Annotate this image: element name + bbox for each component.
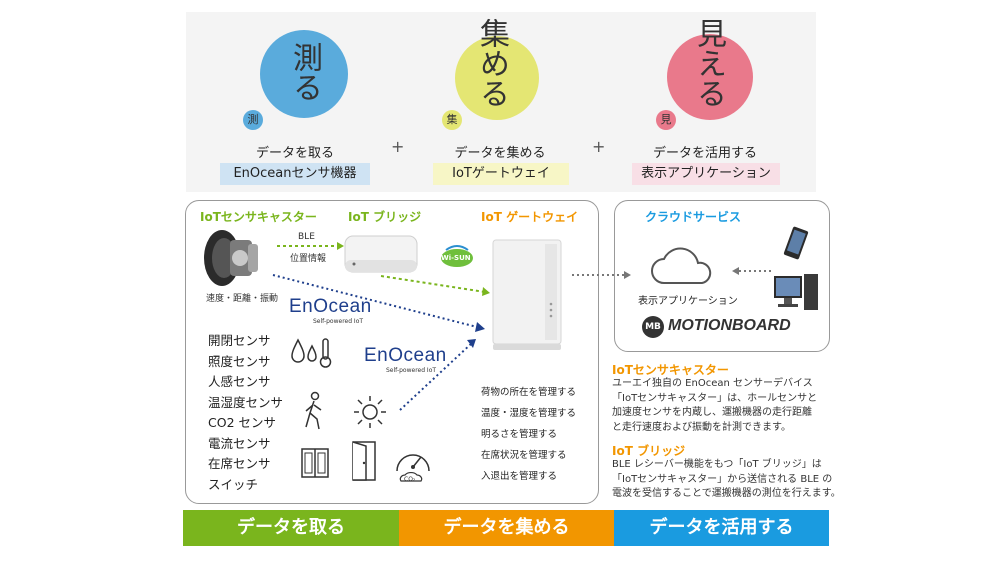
bridge-desc: BLE レシーバー機能をもつ「IoT ブリッジ」は 「IoTセンサキャスター」か… [612, 458, 842, 502]
manage-item: 入退出を管理する [481, 471, 558, 482]
caster-wheel-icon [204, 230, 258, 286]
desc-line: 「IoTセンサキャスター」は、ホールセンサと [612, 392, 818, 404]
smartphone-icon [783, 226, 809, 260]
visualize-heading: 見える [691, 18, 726, 108]
walking-person-icon [305, 391, 322, 430]
measure-caption: データを取る [255, 146, 334, 161]
cloud-app-label: 表示アプリケーション [638, 296, 738, 307]
sensor-item: スイッチ [208, 476, 259, 492]
sensor-item: 照度センサ [208, 353, 271, 369]
sensor-item: 在席センサ [208, 456, 271, 471]
footer-collect-data: データを取る [183, 510, 399, 546]
motionboard-badge: MB [642, 316, 664, 338]
ble-arrow [277, 242, 344, 250]
bridge-device-icon [344, 235, 418, 273]
measure-badge: 測 [243, 110, 263, 130]
desc-line: BLE レシーバー機能をもつ「IoT ブリッジ」は [612, 459, 822, 470]
sensor-item: 電流センサ [208, 435, 271, 451]
window-icon [301, 448, 329, 478]
enocean-logo: EnOcean [289, 296, 372, 317]
plus-sign: + [391, 137, 405, 156]
desc-line: ユーエイ独自の EnOcean センサーデバイス [612, 378, 813, 389]
caster-desc-title: IoTセンサキャスター [612, 363, 729, 377]
gateway-device-icon [492, 239, 562, 350]
sensor-item: 開閉センサ [208, 333, 271, 348]
visualize-circle [667, 34, 753, 120]
desc-line: 加速度センサを内蔵し、運搬機器の走行距離 [612, 407, 812, 418]
enocean-tagline: Self-powered IoT [313, 318, 364, 325]
footer-use-data: データを活用する [614, 510, 829, 546]
measure-heading: 測る [287, 42, 322, 102]
plus-sign: + [592, 137, 606, 156]
cloud-title: クラウドサービス [645, 210, 742, 224]
co2-meter-icon [396, 454, 430, 482]
sensor-list: 開閉センサ 照度センサ 人感センサ 温湿度センサ CO2 センサ 電流センサ 在… [208, 330, 283, 494]
ble-label: BLE [298, 232, 315, 242]
wisun-label: Wi-SUN [441, 254, 471, 262]
measure-circle [260, 30, 348, 118]
collect-tag: IoTゲートウェイ [433, 163, 569, 185]
flow-arrows [272, 274, 490, 411]
sun-icon [354, 396, 386, 428]
visualize-badge: 見 [656, 110, 676, 130]
collect-caption: データを集める [454, 146, 546, 161]
wheel-caption: 速度・距離・振動 [206, 294, 279, 304]
collect-badge: 集 [442, 110, 462, 130]
ble-sub-label: 位置情報 [290, 254, 327, 264]
bridge-title: IoT ブリッジ [348, 210, 422, 224]
manage-item: 荷物の所在を管理する [481, 387, 577, 398]
manage-item: 明るさを管理する [481, 429, 558, 440]
manage-item: 温度・湿度を管理する [481, 408, 577, 419]
sensor-item: 人感センサ [208, 374, 271, 389]
gateway-to-cloud-arrow [572, 271, 631, 279]
enocean-logo: EnOcean [364, 345, 447, 366]
sensor-item: CO2 センサ [208, 415, 276, 430]
motionboard-logo: MOTIONBOARD [668, 317, 791, 334]
desc-line: と走行速度および振動を計測できます。 [612, 421, 791, 433]
manage-item: 在席状況を管理する [481, 450, 567, 461]
footer-gather-data: データを集める [399, 510, 614, 546]
collect-heading: 集める [474, 18, 509, 108]
desktop-computer-icon [774, 274, 818, 310]
cloud-icon [651, 247, 712, 284]
caster-title: IoTセンサキャスター [200, 210, 317, 224]
visualize-tag: 表示アプリケーション [632, 163, 780, 185]
desc-line: 電波を受信することで運搬機器の測位を行えます。 [612, 488, 841, 499]
door-icon [352, 441, 376, 481]
wisun-icon [441, 245, 473, 267]
measure-tag: EnOceanセンサ機器 [220, 163, 370, 185]
enocean-tagline: Self-powered IoT [386, 367, 437, 374]
sensor-item: 温湿度センサ [208, 394, 284, 410]
manage-list: 荷物の所在を管理する 温度・湿度を管理する 明るさを管理する 在席状況を管理する… [481, 384, 576, 489]
caster-desc: ユーエイ独自の EnOcean センサーデバイス 「IoTセンサキャスター」は、… [612, 377, 842, 435]
device-to-cloud-arrow [732, 267, 772, 275]
co2-label: CO₂ [404, 476, 416, 483]
visualize-caption: データを活用する [652, 146, 757, 161]
bridge-desc-title: IoT ブリッジ [612, 444, 686, 458]
gateway-title: IoT ゲートウェイ [481, 210, 579, 224]
desc-line: 「IoTセンサキャスター」から送信される BLE の [612, 473, 833, 485]
collect-circle [455, 36, 539, 120]
humidity-temperature-icon [291, 338, 332, 368]
